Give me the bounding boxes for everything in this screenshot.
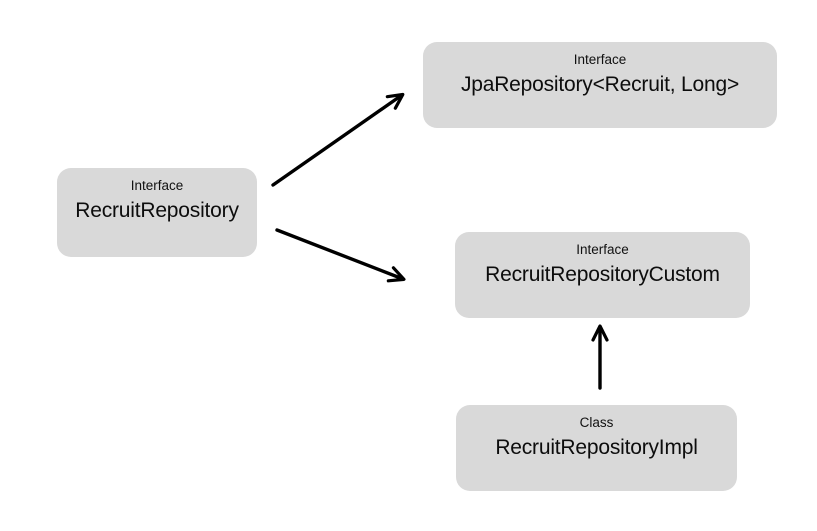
node-recruit-repository-custom: Interface RecruitRepositoryCustom <box>455 232 750 318</box>
node-recruit-repository: Interface RecruitRepository <box>57 168 257 257</box>
node-stereotype-label: Class <box>579 415 614 430</box>
node-name-label: RecruitRepositoryCustom <box>485 262 720 286</box>
node-name-label: RecruitRepositoryImpl <box>495 435 698 459</box>
arrow-recruitrepository-to-jparepository <box>271 92 405 187</box>
node-stereotype-label: Interface <box>576 242 629 257</box>
arrow-recruitrepository-to-recruitrepositorycustom <box>275 228 406 283</box>
node-name-label: JpaRepository<Recruit, Long> <box>460 72 740 96</box>
node-recruit-repository-impl: Class RecruitRepositoryImpl <box>456 405 737 491</box>
node-stereotype-label: Interface <box>130 178 184 193</box>
node-jpa-repository: Interface JpaRepository<Recruit, Long> <box>423 42 777 128</box>
node-name-label: RecruitRepository <box>75 198 239 222</box>
node-stereotype-label: Interface <box>573 52 627 67</box>
